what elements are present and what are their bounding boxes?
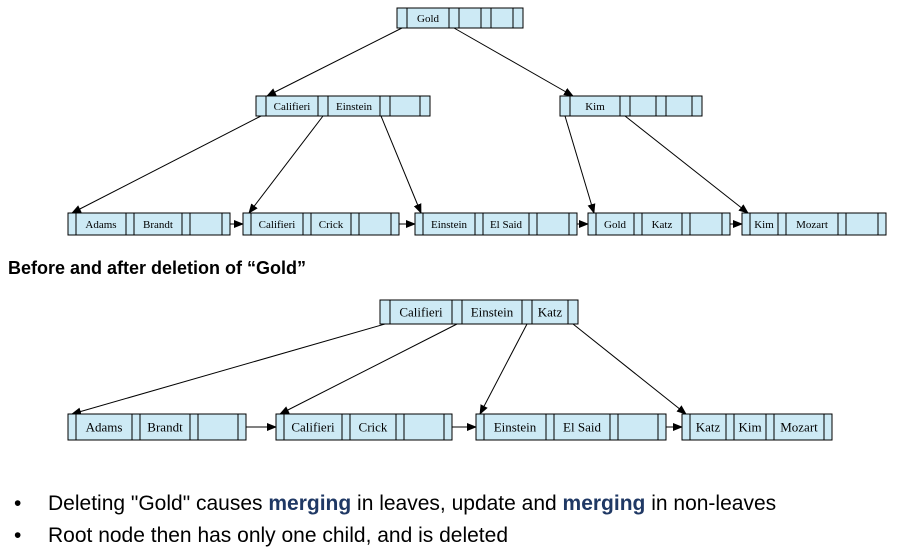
node-key: Einstein — [431, 219, 468, 231]
tree-edge — [266, 27, 403, 97]
node-key: Katz — [696, 420, 721, 435]
node-key: Califieri — [399, 305, 443, 320]
after-leaf-node: Califieri Crick — [275, 413, 453, 441]
node-key: Kim — [738, 420, 761, 435]
node-box — [275, 413, 453, 441]
before-leaf-node: Adams Brandt — [67, 212, 231, 236]
bullet-dot: • — [14, 524, 22, 547]
before-leaf-node: Gold Katz — [587, 212, 731, 236]
tree-edges — [71, 27, 749, 431]
node-box — [475, 413, 667, 441]
bullet-emphasis: merging — [268, 492, 352, 515]
node-key: Adams — [86, 420, 123, 435]
node-box — [379, 299, 579, 325]
bullet-emphasis: merging — [562, 492, 646, 515]
node-key: Crick — [319, 219, 344, 231]
bullet-text-part: Root node then has only one child, and i… — [48, 524, 509, 547]
node-box — [255, 95, 431, 117]
tree-edge — [624, 115, 749, 214]
node-key: Einstein — [471, 305, 514, 320]
bullet-text-part: Deleting "Gold" causes — [48, 492, 269, 515]
before-leaf-node: Einstein El Said — [414, 212, 578, 236]
node-key: Gold — [604, 219, 627, 231]
after-leaf-node: Adams Brandt — [67, 413, 247, 441]
node-key: Califieri — [291, 420, 335, 435]
tree-edge — [564, 115, 596, 214]
tree-edge — [248, 115, 324, 214]
before-internal-node: Kim — [559, 95, 703, 117]
node-key: Einstein — [494, 420, 537, 435]
tree-edge — [380, 115, 422, 214]
node-key: El Said — [490, 219, 523, 231]
tree-edge — [71, 323, 386, 416]
bullet-text-part: in leaves, update and — [351, 492, 563, 515]
node-box — [559, 95, 703, 117]
node-key: Brandt — [147, 420, 183, 435]
tree-edge — [453, 27, 574, 97]
before-internal-node: Califieri Einstein — [255, 95, 431, 117]
bullet-text-part: in non-leaves — [645, 492, 777, 515]
node-key: Katz — [652, 219, 673, 231]
node-key: Einstein — [336, 101, 373, 113]
tree-edge — [279, 323, 458, 415]
node-key: Califieri — [274, 101, 311, 113]
tree-edge — [71, 115, 262, 214]
node-box — [67, 413, 247, 441]
node-box — [681, 413, 833, 441]
node-key: Kim — [754, 219, 774, 231]
node-key: Califieri — [259, 219, 296, 231]
bullet-text: Root node then has only one child, and i… — [48, 520, 508, 552]
after-leaf-node: Katz Kim Mozart — [681, 413, 833, 441]
before-leaf-node: Califieri Crick — [242, 212, 400, 236]
after-leaf-node: Einstein El Said — [475, 413, 667, 441]
bullet-text: Deleting "Gold" causes merging in leaves… — [48, 488, 776, 520]
before-leaf-node: Kim Mozart — [741, 212, 887, 236]
node-box — [242, 212, 400, 236]
node-key: Adams — [85, 219, 116, 231]
tree-edge — [479, 323, 528, 415]
after-root-node: Califieri Einstein Katz — [379, 299, 579, 325]
node-key: Gold — [417, 13, 440, 25]
node-key: El Said — [563, 420, 601, 435]
node-key: Kim — [585, 101, 605, 113]
diagram-caption: Before and after deletion of “Gold” — [8, 258, 307, 278]
node-key: Mozart — [796, 219, 828, 231]
node-key: Katz — [538, 305, 563, 320]
node-box — [587, 212, 731, 236]
node-key: Brandt — [143, 219, 173, 231]
node-key: Crick — [359, 420, 388, 435]
node-key: Mozart — [780, 420, 818, 435]
before-root-node: Gold — [396, 7, 524, 29]
bullet-dot: • — [14, 492, 22, 515]
tree-edge — [572, 323, 687, 415]
node-box — [396, 7, 524, 29]
